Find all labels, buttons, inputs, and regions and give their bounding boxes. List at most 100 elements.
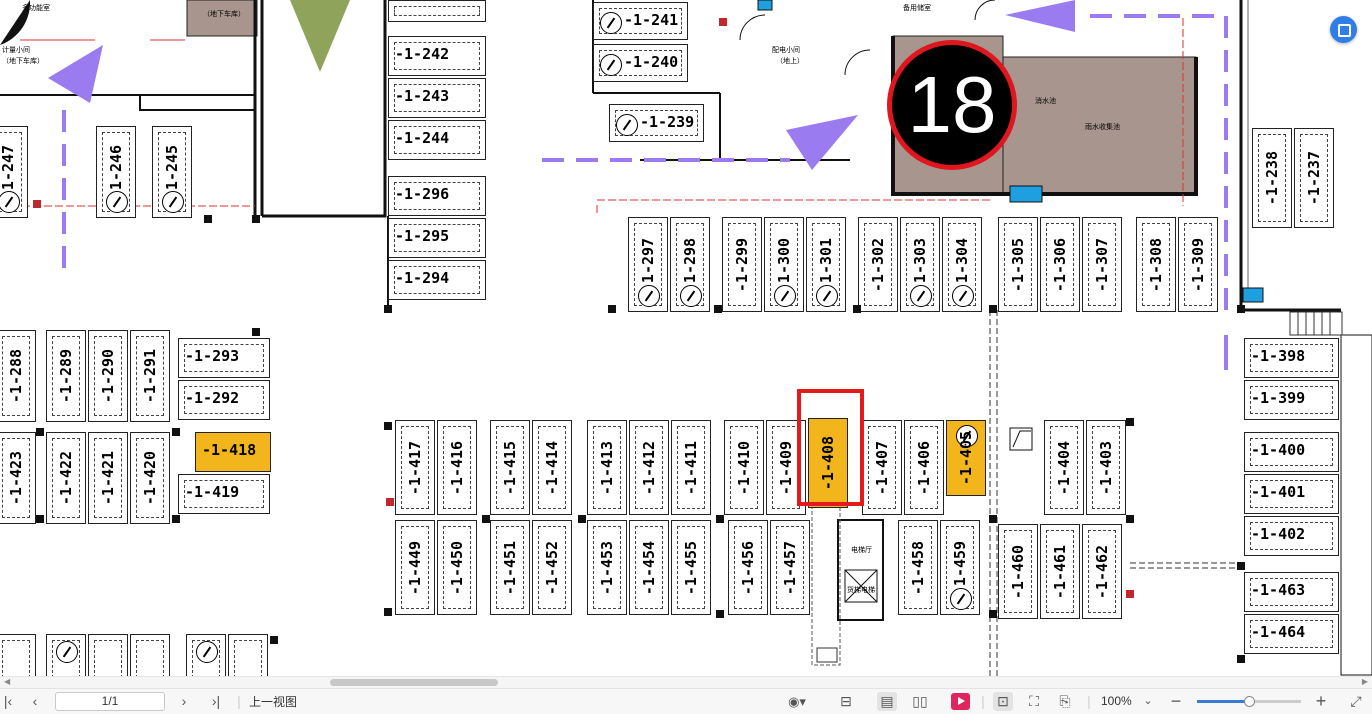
scrollbar-thumb[interactable] bbox=[330, 679, 498, 686]
fullscreen-icon[interactable]: ⤢ bbox=[1350, 693, 1362, 709]
parking-slot[interactable]: -1-299 bbox=[722, 217, 762, 312]
fit-page-icon[interactable]: ⛶ bbox=[1029, 693, 1039, 709]
parking-slot[interactable]: -1-307 bbox=[1082, 217, 1122, 312]
scroll-right-icon[interactable]: ▶ bbox=[1361, 677, 1368, 686]
parking-slot[interactable]: -1-452 bbox=[532, 520, 572, 615]
parking-slot[interactable]: -1-451 bbox=[490, 520, 530, 615]
zoom-level-select[interactable]: 100% bbox=[1101, 694, 1132, 708]
zoom-slider[interactable] bbox=[1197, 696, 1301, 707]
parking-slot[interactable]: -1-401 bbox=[1244, 474, 1339, 514]
parking-slot[interactable]: -1-297 bbox=[628, 217, 668, 312]
parking-slot[interactable]: -1-240 bbox=[593, 44, 688, 82]
parking-slot[interactable] bbox=[186, 634, 226, 676]
double-page-icon[interactable]: ▯▯ bbox=[912, 693, 928, 709]
parking-slot[interactable]: -1-407 bbox=[862, 420, 902, 515]
next-page-icon[interactable]: › bbox=[181, 693, 187, 709]
parking-slot[interactable]: -1-241 bbox=[593, 2, 688, 40]
parking-slot[interactable] bbox=[46, 634, 86, 676]
parking-slot[interactable]: -1-421 bbox=[88, 432, 128, 524]
parking-slot[interactable]: -1-403 bbox=[1086, 420, 1126, 515]
single-page-icon[interactable]: ▤ bbox=[877, 692, 897, 711]
parking-slot[interactable]: -1-457 bbox=[770, 520, 810, 615]
parking-slot-highlighted[interactable]: -1-408 bbox=[808, 418, 848, 508]
play-slideshow-button[interactable] bbox=[951, 693, 970, 710]
parking-slot[interactable]: -1-414 bbox=[532, 420, 572, 515]
parking-slot[interactable]: -1-416 bbox=[437, 420, 477, 515]
last-page-icon[interactable]: ›| bbox=[211, 693, 221, 709]
parking-slot[interactable]: -1-295 bbox=[388, 218, 486, 258]
horizontal-scrollbar[interactable]: ◀ ▶ bbox=[0, 676, 1372, 689]
parking-slot[interactable]: -1-247 bbox=[0, 126, 28, 218]
chevron-down-icon[interactable]: ⌄ bbox=[1143, 695, 1153, 707]
parking-slot[interactable]: -1-406 bbox=[904, 420, 944, 515]
parking-slot[interactable]: -1-415 bbox=[490, 420, 530, 515]
rotate-icon[interactable]: ⎘ bbox=[1059, 693, 1071, 709]
parking-slot[interactable]: -1-453 bbox=[587, 520, 627, 615]
parking-slot[interactable] bbox=[130, 634, 170, 676]
parking-slot[interactable]: -1-291 bbox=[130, 330, 170, 422]
parking-slot[interactable]: -1-399 bbox=[1244, 380, 1339, 420]
parking-slot[interactable]: -1-244 bbox=[388, 120, 486, 160]
parking-slot[interactable]: -1-239 bbox=[609, 104, 704, 142]
parking-slot[interactable]: -1-400 bbox=[1244, 432, 1339, 472]
eye-icon[interactable]: ◉▾ bbox=[788, 694, 806, 709]
parking-slot[interactable] bbox=[0, 634, 36, 676]
parking-slot[interactable]: -1-461 bbox=[1040, 524, 1080, 619]
two-page-scroll-icon[interactable]: ⊟ bbox=[840, 693, 852, 709]
parking-slot[interactable]: -1-245 bbox=[152, 126, 192, 218]
parking-slot[interactable]: -1-237 bbox=[1294, 128, 1334, 228]
floating-action-button[interactable] bbox=[1330, 16, 1357, 43]
parking-slot[interactable]: -1-454 bbox=[629, 520, 669, 615]
parking-slot[interactable] bbox=[388, 0, 486, 22]
parking-slot[interactable]: -1-298 bbox=[670, 217, 710, 312]
parking-slot[interactable]: -1-449 bbox=[395, 520, 435, 615]
parking-slot[interactable]: -1-460 bbox=[998, 524, 1038, 619]
parking-slot[interactable]: -1-289 bbox=[46, 330, 86, 422]
parking-slot[interactable]: -1-301 bbox=[806, 217, 846, 312]
parking-slot[interactable]: -1-246 bbox=[96, 126, 136, 218]
parking-slot[interactable]: -1-242 bbox=[388, 36, 486, 76]
parking-slot[interactable]: -1-303 bbox=[900, 217, 940, 312]
parking-slot[interactable]: -1-450 bbox=[437, 520, 477, 615]
parking-slot[interactable]: -1-398 bbox=[1244, 338, 1339, 378]
parking-slot[interactable]: -1-458 bbox=[898, 520, 938, 615]
parking-slot[interactable]: -1-296 bbox=[388, 176, 486, 216]
parking-slot[interactable]: -1-412 bbox=[629, 420, 669, 515]
parking-slot[interactable]: -1-420 bbox=[130, 432, 170, 524]
parking-slot[interactable]: -1-456 bbox=[728, 520, 768, 615]
parking-slot[interactable]: -1-293 bbox=[178, 338, 270, 378]
parking-slot[interactable]: -1-413 bbox=[587, 420, 627, 515]
parking-slot[interactable]: -1-419 bbox=[178, 474, 270, 514]
zoom-in-icon[interactable]: + bbox=[1315, 691, 1327, 711]
drawing-canvas[interactable]: 18 多功能室 （地下车库） 计量小间 （地下车库） 配电小间 （地上） 备用储… bbox=[0, 0, 1372, 676]
parking-slot[interactable]: -1-422 bbox=[46, 432, 86, 524]
parking-slot[interactable]: -1-455 bbox=[671, 520, 711, 615]
parking-slot[interactable]: -1-308 bbox=[1136, 217, 1176, 312]
parking-slot[interactable]: -1-305 bbox=[998, 217, 1038, 312]
parking-slot[interactable]: -1-309 bbox=[1178, 217, 1218, 312]
parking-slot[interactable]: -1-294 bbox=[388, 260, 486, 300]
parking-slot[interactable]: -1-304 bbox=[942, 217, 982, 312]
parking-slot[interactable] bbox=[228, 634, 268, 676]
scroll-left-icon[interactable]: ◀ bbox=[4, 677, 11, 686]
parking-slot[interactable]: -1-462 bbox=[1082, 524, 1122, 619]
parking-slot[interactable]: -1-463 bbox=[1244, 572, 1339, 612]
parking-slot[interactable]: -1-411 bbox=[671, 420, 711, 515]
parking-slot[interactable]: -1-300 bbox=[764, 217, 804, 312]
parking-slot[interactable] bbox=[88, 634, 128, 676]
previous-view-button[interactable]: 上一视图 bbox=[249, 695, 298, 709]
parking-slot[interactable]: -1-410 bbox=[724, 420, 764, 515]
parking-slot[interactable]: -1-288 bbox=[0, 330, 36, 422]
actual-size-icon[interactable]: ⊡ bbox=[993, 692, 1013, 711]
parking-slot-highlighted[interactable]: -1-405 bbox=[946, 420, 986, 496]
parking-slot[interactable]: -1-404 bbox=[1044, 420, 1084, 515]
parking-slot[interactable]: -1-290 bbox=[88, 330, 128, 422]
zoom-out-icon[interactable]: − bbox=[1170, 691, 1182, 711]
parking-slot[interactable]: -1-292 bbox=[178, 380, 270, 420]
parking-slot[interactable]: -1-417 bbox=[395, 420, 435, 515]
first-page-icon[interactable]: |‹ bbox=[3, 693, 13, 709]
page-number-input[interactable]: 1/1 bbox=[55, 692, 165, 711]
parking-slot[interactable]: -1-459 bbox=[940, 520, 980, 615]
parking-slot[interactable]: -1-464 bbox=[1244, 614, 1339, 654]
parking-slot[interactable]: -1-238 bbox=[1252, 128, 1292, 228]
